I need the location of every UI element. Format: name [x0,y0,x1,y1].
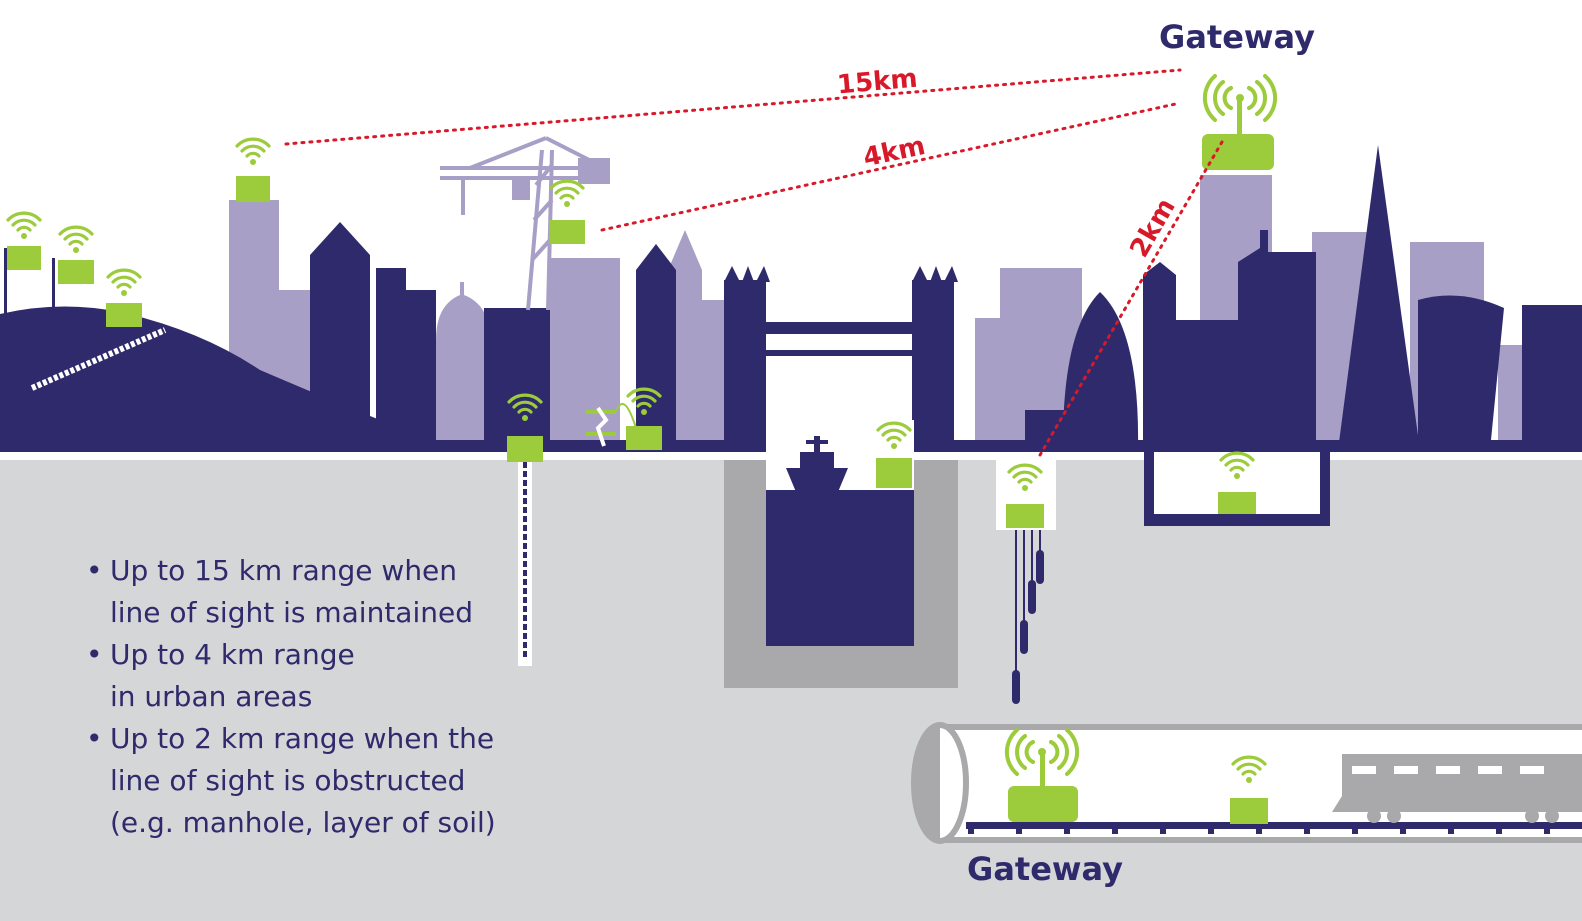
bullet-line: line of sight is maintained [110,596,473,629]
front-skyline [0,145,1582,452]
range-label-4km: 4km [861,131,928,173]
gateway-label-bottom: Gateway [967,850,1123,888]
bullet-line: in urban areas [110,680,313,713]
bullet-line: (e.g. manhole, layer of soil) [110,806,496,839]
range-label-15km: 15km [836,64,919,101]
train-icon [1332,754,1582,823]
basement-room [1144,450,1330,526]
gateway-bottom-icon [1004,728,1080,822]
bullet-item: Up to 4 km range in urban areas [86,634,496,718]
bullet-item: Up to 15 km range when line of sight is … [86,550,496,634]
range-lines [284,68,1224,457]
tunnel-sensor-icon [1230,755,1268,824]
range-bullet-list: Up to 15 km range when line of sight is … [86,550,496,844]
gateway-label-top: Gateway [1159,18,1315,56]
manhole-sensor-icon [996,460,1056,704]
drone-icon [586,387,662,450]
bullet-line: Up to 4 km range [110,638,355,671]
bullet-item: Up to 2 km range when the line of sight … [86,718,496,844]
borehole-sensor-icon [507,393,543,666]
bullet-line: Up to 15 km range when [110,554,458,587]
river-sensor-icon [876,421,912,488]
bullet-line: line of sight is obstructed [110,764,466,797]
sensor-icon [4,137,585,391]
bullet-line: Up to 2 km range when the [110,722,495,755]
ship-icon [786,436,848,492]
